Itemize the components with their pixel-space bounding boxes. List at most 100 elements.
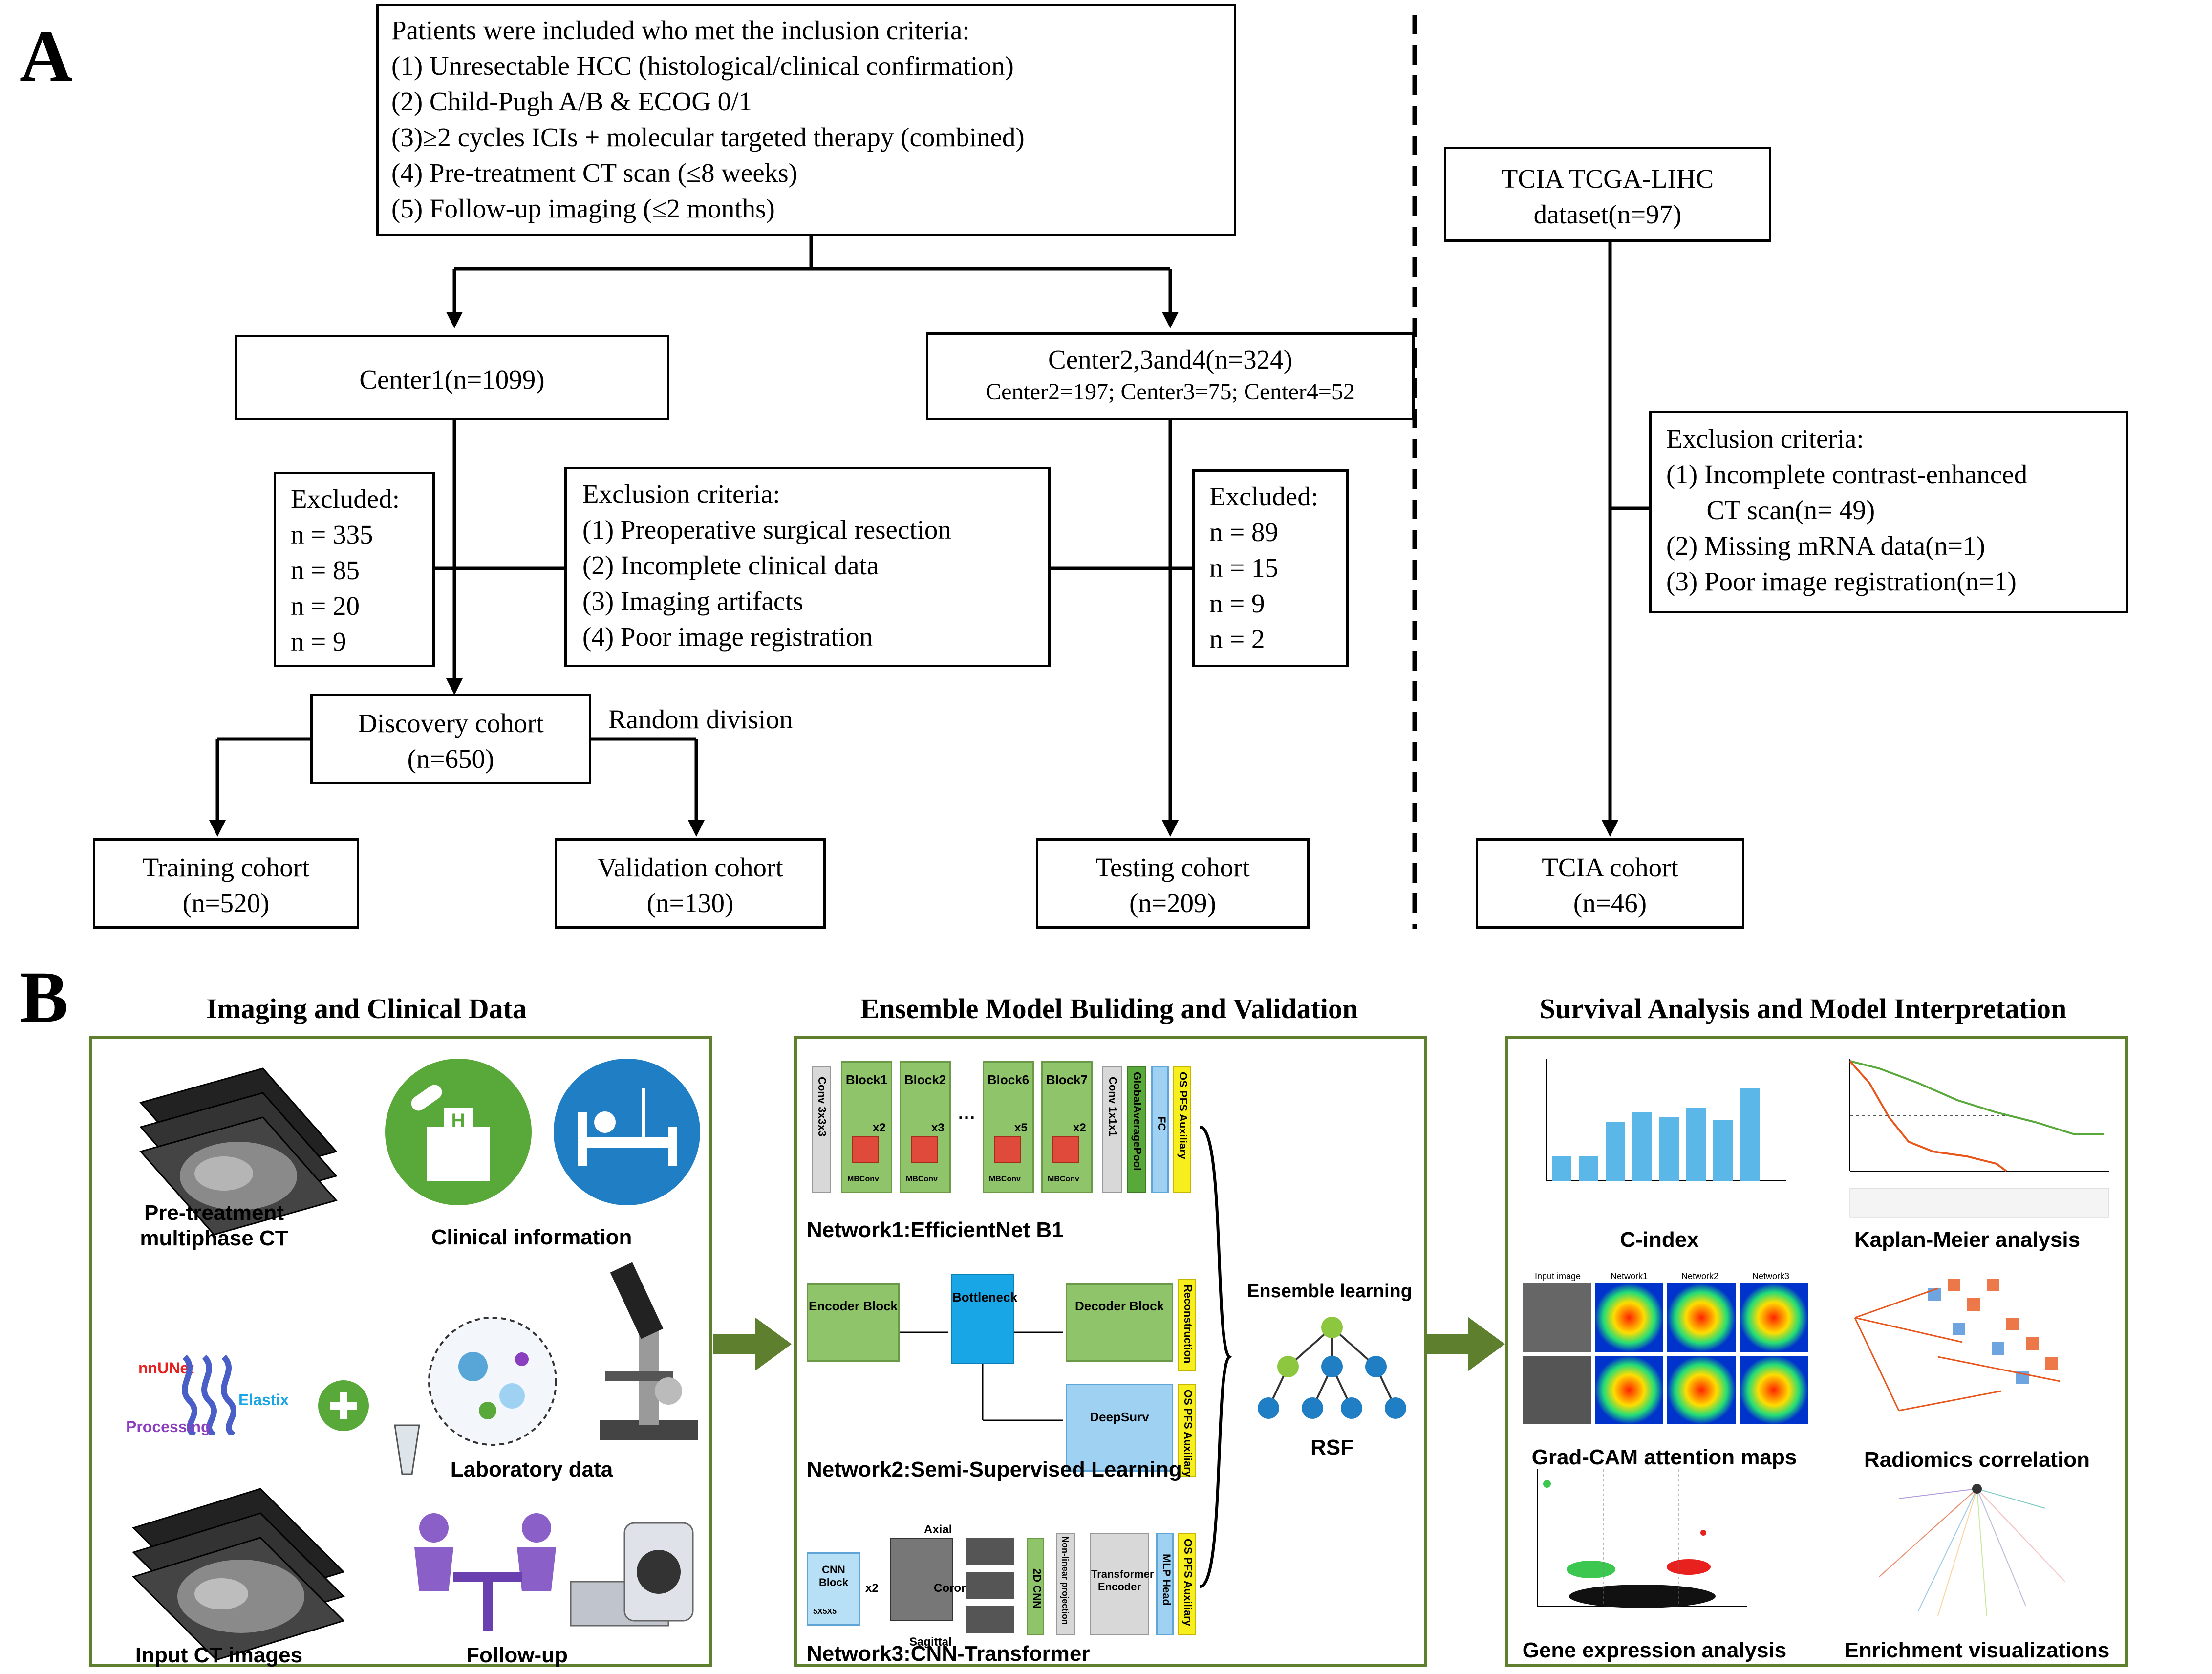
exclusion-item: (4) Poor image registration xyxy=(582,622,873,652)
lab-caption: Laboratory data xyxy=(450,1457,613,1481)
gene-caption: Gene expression analysis xyxy=(1522,1638,1787,1662)
inclusion-title: Patients were included who met the inclu… xyxy=(391,15,970,45)
n1-block6: Block6 x5 MBConv xyxy=(983,1061,1034,1193)
section-title-ensemble: Ensemble Model Buliding and Validation xyxy=(860,993,1358,1024)
n2-encoder-label: Encoder Block xyxy=(808,1299,898,1313)
km-caption: Kaplan-Meier analysis xyxy=(1854,1228,2081,1252)
clinical-caption: Clinical information xyxy=(431,1225,632,1249)
tcia-exclusion-box: Exclusion criteria: (1) Incomplete contr… xyxy=(1649,411,2128,613)
excluded-count: n = 335 xyxy=(291,520,373,549)
exclusion-title: Exclusion criteria: xyxy=(582,479,780,509)
testing-cohort-box: Testing cohort (n=209) xyxy=(1036,838,1310,929)
n2-decoder-label: Decoder Block xyxy=(1074,1299,1164,1313)
n3-caption: Network3:CNN-Transformer xyxy=(807,1642,1090,1666)
n2-connectors xyxy=(900,1331,1063,1421)
n1-block1: Block1 x2 MBConv xyxy=(841,1061,892,1193)
n3-cnn-size: 5X5X5 xyxy=(813,1608,837,1616)
n1-conv-in-label: Conv 3x3x3 xyxy=(816,1077,828,1137)
exclusion-item: (1) Preoperative surgical resection xyxy=(582,515,951,544)
n2-recon-label: Reconstruction xyxy=(1182,1284,1194,1364)
center234-title: Center2,3and4(n=324) xyxy=(1048,345,1292,374)
tcia-exclusion-item: (3) Poor image registration(n=1) xyxy=(1666,566,2017,596)
volcano-plot-thumb xyxy=(1537,1469,1747,1608)
gradcam-header-n3: Network3 xyxy=(1752,1271,1790,1281)
n3-axial-label: Axial xyxy=(924,1523,952,1536)
n1-mbconv-cube xyxy=(994,1136,1021,1163)
n1-heads: OS PFS Auxiliary xyxy=(1173,1066,1191,1193)
exclusion-criteria-box: Exclusion criteria: (1) Preoperative sur… xyxy=(564,467,1051,667)
inclusion-item: (4) Pre-treatment CT scan (≤8 weeks) xyxy=(391,158,797,188)
n3-2dcnn: 2D CNN xyxy=(1027,1538,1044,1635)
microscope-icon xyxy=(600,1262,698,1440)
tcia-dataset-title: TCIA TCGA-LIHC xyxy=(1501,164,1714,194)
enrichment-caption: Enrichment visualizations xyxy=(1844,1638,2110,1662)
input-ct-stack-image xyxy=(132,1488,345,1661)
processing-waves-icon xyxy=(182,1354,236,1435)
nnunet-label: nnUNet xyxy=(138,1359,194,1377)
tcia-cohort-n: (n=46) xyxy=(1573,888,1647,918)
n1-block-mult: x5 xyxy=(1014,1121,1028,1134)
excluded-count: n = 9 xyxy=(1209,588,1265,618)
gradcam-header-input: Input image xyxy=(1535,1271,1581,1281)
n1-block-name: Block2 xyxy=(904,1072,946,1087)
discovery-title: Discovery cohort xyxy=(358,708,544,738)
ensemble-panel: Conv 3x3x3 Block1 x2 MBConv Block2 x3 MB… xyxy=(794,1036,1427,1667)
panel-a-letter: A xyxy=(20,16,73,97)
excluded-count: n = 9 xyxy=(291,627,346,656)
imaging-panel: Pre-treatment multiphase CT H Clinical i… xyxy=(89,1036,712,1667)
elastix-label: Elastix xyxy=(238,1391,289,1409)
n1-conv-in: Conv 3x3x3 xyxy=(812,1066,831,1193)
followup-icon xyxy=(414,1513,694,1631)
gradcam-maps-thumb xyxy=(1523,1283,1808,1424)
exclusion-item: (2) Incomplete clinical data xyxy=(582,550,879,580)
n1-mbconv-cube xyxy=(1052,1136,1079,1163)
excluded-title: Excluded: xyxy=(291,484,400,514)
excluded-count: n = 85 xyxy=(291,555,360,585)
n3-transformer-label: Transformer Encoder xyxy=(1091,1568,1154,1593)
n1-caption: Network1:EfficientNet B1 xyxy=(807,1218,1064,1242)
patient-bed-icon xyxy=(554,1059,700,1205)
n1-mbconv-cube xyxy=(852,1136,879,1163)
center234-box: Center2,3and4(n=324) Center2=197; Center… xyxy=(926,332,1415,420)
n1-mbconv-label: MBConv xyxy=(1048,1175,1079,1183)
n1-fc-label: FC xyxy=(1156,1116,1168,1131)
tcia-cohort-title: TCIA cohort xyxy=(1542,852,1678,882)
gradcam-header-n1: Network1 xyxy=(1611,1271,1648,1281)
n3-proj: Non-linear projection xyxy=(1056,1533,1075,1635)
n2-deepsurv-label: DeepSurv xyxy=(1090,1410,1149,1424)
training-cohort-box: Training cohort (n=520) xyxy=(93,838,359,929)
plus-icon xyxy=(318,1380,369,1431)
excluded-right-box: Excluded: n = 89 n = 15 n = 9 n = 2 xyxy=(1192,469,1349,667)
tcia-dataset-n: dataset(n=97) xyxy=(1533,199,1682,229)
hospital-icon: H xyxy=(385,1059,532,1205)
n3-slice-axial xyxy=(966,1538,1014,1565)
n1-block2: Block2 x3 MBConv xyxy=(900,1061,951,1193)
n2-encoder: Encoder Block xyxy=(807,1283,900,1362)
n1-block-name: Block1 xyxy=(845,1072,888,1087)
rsf-tree-icon xyxy=(1258,1317,1406,1419)
km-chart-thumb xyxy=(1849,1059,2109,1218)
n3-cnn-label: CNN Block xyxy=(819,1564,848,1588)
n2-bottleneck-label: Bottleneck xyxy=(952,1290,1017,1304)
excluded-count: n = 20 xyxy=(291,591,360,621)
enrichment-network-thumb xyxy=(1879,1484,2065,1616)
training-n: (n=520) xyxy=(182,888,270,918)
discovery-cohort-box: Discovery cohort (n=650) xyxy=(310,694,591,784)
center234-detail: Center2=197; Center3=75; Center4=52 xyxy=(986,379,1355,405)
discovery-n: (n=650) xyxy=(407,744,494,774)
n3-slice-coronal xyxy=(966,1572,1014,1599)
tcia-exclusion-item: CT scan(n= 49) xyxy=(1666,495,1875,525)
n1-conv-out-label: Conv 1x1x1 xyxy=(1107,1077,1119,1137)
gradcam-header-n2: Network2 xyxy=(1681,1271,1719,1281)
n3-cnn-block: CNN Block 5X5X5 xyxy=(807,1552,860,1626)
n3-mlp-label: MLP Head xyxy=(1160,1554,1173,1606)
excluded-count: n = 89 xyxy=(1209,517,1279,547)
section-title-imaging: Imaging and Clinical Data xyxy=(206,993,527,1024)
cindex-chart-thumb xyxy=(1546,1059,1786,1181)
cindex-caption: C-index xyxy=(1620,1228,1699,1252)
n1-fc: FC xyxy=(1151,1066,1169,1193)
n1-block-name: Block6 xyxy=(987,1072,1030,1087)
n1-conv-out: Conv 1x1x1 xyxy=(1102,1066,1122,1193)
tcia-cohort-box: TCIA cohort (n=46) xyxy=(1476,838,1744,929)
